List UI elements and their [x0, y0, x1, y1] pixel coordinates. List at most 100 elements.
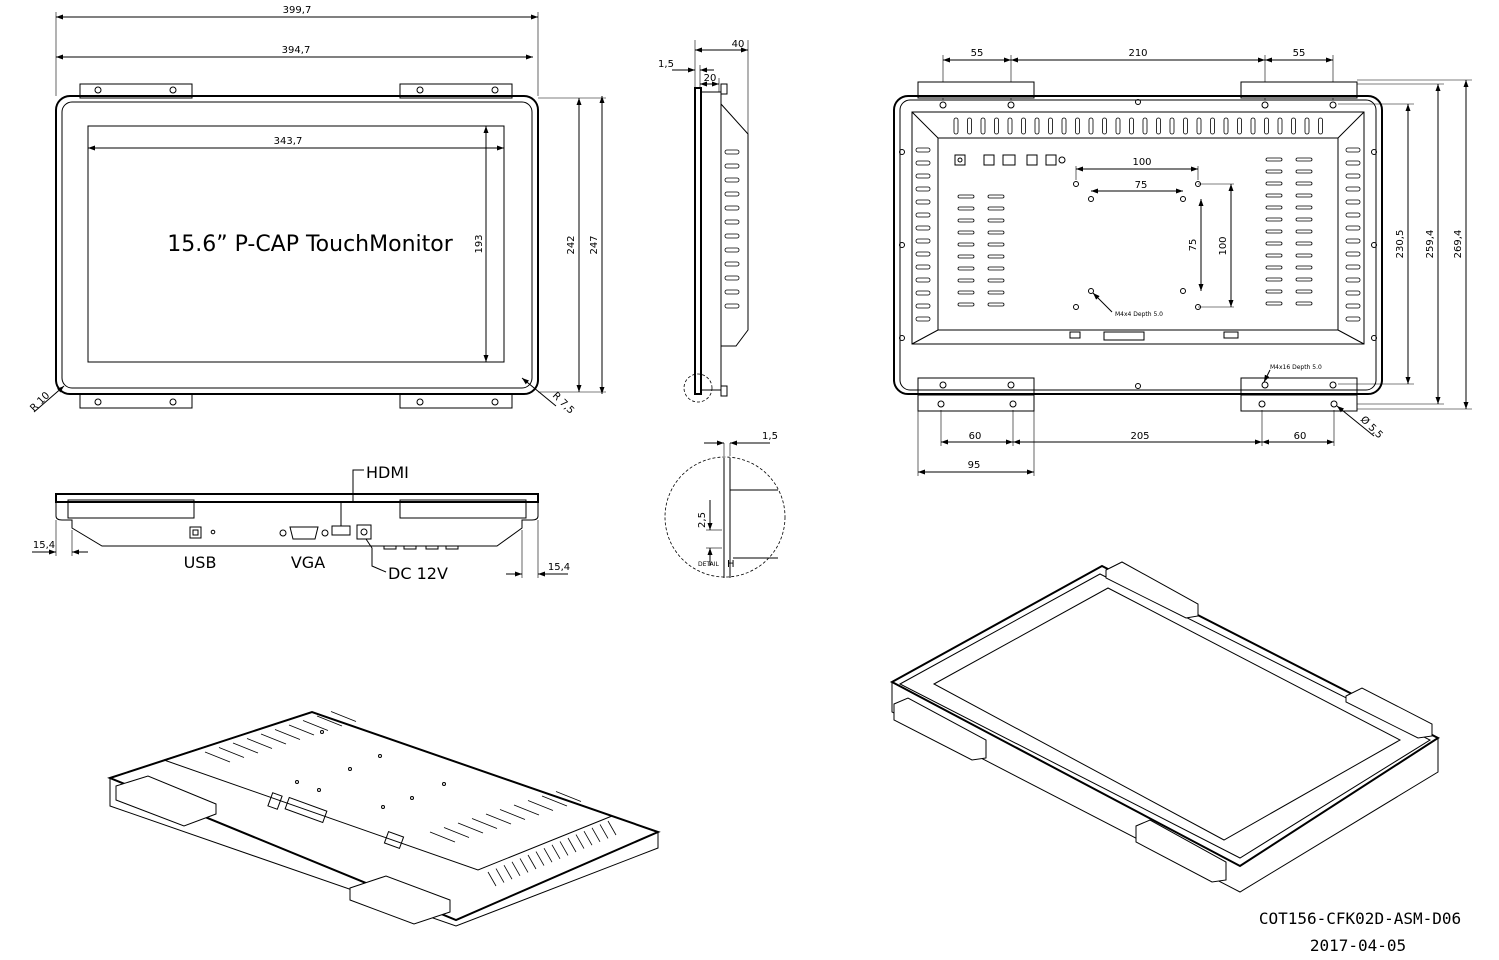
vent-slot: [915, 173, 931, 179]
dim-offset-left: 15,4: [33, 540, 55, 551]
vent-slot: [953, 117, 959, 135]
vent-slot: [987, 302, 1005, 307]
vent-slot: [1295, 289, 1313, 294]
vent-slot: [957, 242, 975, 247]
vent-slot: [987, 278, 1005, 283]
vent-slot: [1277, 117, 1283, 135]
vent-slot: [503, 865, 513, 880]
vent-slot: [724, 177, 740, 183]
vent-slot: [1142, 117, 1148, 135]
vent-slot: [1345, 160, 1361, 166]
vent-slot: [1295, 157, 1313, 162]
vent-slot: [1295, 169, 1313, 174]
vent-slot: [915, 251, 931, 257]
vent-slot: [915, 264, 931, 270]
dim-depth-total: 40: [732, 39, 745, 50]
port-usb-label: USB: [184, 553, 217, 572]
vent-slot: [915, 147, 931, 153]
vent-slot: [1295, 229, 1313, 234]
vent-slot: [511, 861, 521, 876]
vent-slot: [1304, 117, 1310, 135]
vent-slot: [957, 194, 975, 199]
dim-bottom-right-span: 60: [1294, 431, 1307, 442]
vent-slot: [994, 117, 999, 135]
vent-slot: [1265, 205, 1283, 210]
vent-slot: [724, 247, 740, 253]
dim-detail-thickness: 1,5: [762, 431, 778, 442]
screw-note: M4x4 Depth 5.0: [1115, 311, 1163, 318]
dim-outer-height-b: 247: [589, 235, 600, 254]
dim-offset-right: 15,4: [548, 562, 570, 573]
dim-active-width: 343,7: [274, 136, 303, 147]
vent-slot: [987, 230, 1005, 235]
vent-slot: [429, 831, 456, 843]
detail-h-view: 1,5 2,5 DETAIL H: [664, 431, 786, 578]
vent-slot: [1265, 193, 1283, 198]
vent-slot: [232, 742, 259, 754]
dim-depth-front: 1,5: [658, 59, 674, 70]
dim-depth-mid: 20: [704, 73, 717, 84]
vent-slot: [957, 290, 975, 295]
dim-outer-height-a: 242: [566, 235, 577, 254]
vent-slot: [1265, 265, 1283, 270]
vent-slot: [724, 261, 740, 267]
vent-slot: [1345, 238, 1361, 244]
vent-slot: [1295, 253, 1313, 258]
vent-slot: [967, 117, 972, 135]
vent-slot: [724, 275, 740, 281]
vent-slot: [915, 212, 931, 218]
vent-slot: [1345, 264, 1361, 270]
vent-slot: [1265, 217, 1283, 222]
side-vent-slots: [724, 149, 740, 309]
vent-slot: [583, 831, 593, 846]
dim-height-b: 259,4: [1425, 230, 1436, 259]
dim-active-height: 193: [474, 234, 485, 253]
vent-slot: [204, 751, 231, 763]
dim-bracket-span: 394,7: [282, 45, 311, 56]
vent-slot: [980, 117, 986, 135]
vent-slot: [957, 278, 975, 283]
vent-slot: [457, 822, 484, 834]
vent-slot: [471, 818, 498, 829]
vent-slot: [260, 733, 287, 745]
vent-slot: [1295, 277, 1313, 282]
vent-slot: [495, 868, 505, 883]
vent-slot: [1345, 251, 1361, 257]
vent-slot: [487, 871, 497, 887]
vent-slot: [1345, 303, 1361, 309]
vent-slot: [957, 218, 975, 223]
dim-top-mid-span: 210: [1128, 48, 1147, 59]
vent-slot: [915, 277, 931, 283]
vent-slot: [1183, 117, 1188, 135]
dim-overall-width: 399,7: [283, 5, 312, 16]
vent-slot: [485, 813, 512, 825]
detail-label-letter: H: [727, 559, 735, 570]
hole-diameter-label: Ø 5,5: [1358, 414, 1386, 442]
vent-slot: [1007, 117, 1013, 135]
vent-slot: [1250, 117, 1256, 135]
vent-slot: [575, 834, 585, 849]
vent-slot: [1169, 117, 1175, 135]
vent-slot: [724, 303, 740, 309]
dim-vesa-inner-v: 75: [1188, 239, 1199, 252]
vent-slot: [915, 238, 931, 244]
vent-slot: [1265, 169, 1283, 174]
vent-slot: [443, 827, 470, 838]
vent-slot: [591, 827, 601, 842]
vent-slot: [607, 820, 617, 836]
vent-slot: [1291, 117, 1296, 135]
vent-slot: [724, 205, 740, 211]
vent-slot: [246, 738, 273, 749]
vent-slot: [527, 854, 537, 870]
vent-slot: [1061, 117, 1067, 135]
isometric-front-view: [889, 561, 1440, 893]
vent-slot: [1210, 117, 1215, 135]
port-vga-label: VGA: [291, 553, 325, 572]
dim-bottom-offset: 95: [968, 460, 981, 471]
vent-slot: [1318, 117, 1323, 135]
dim-top-left-span: 55: [971, 48, 984, 59]
vent-slot: [1265, 289, 1283, 294]
vent-slot: [1048, 117, 1053, 135]
vent-slot: [987, 254, 1005, 259]
